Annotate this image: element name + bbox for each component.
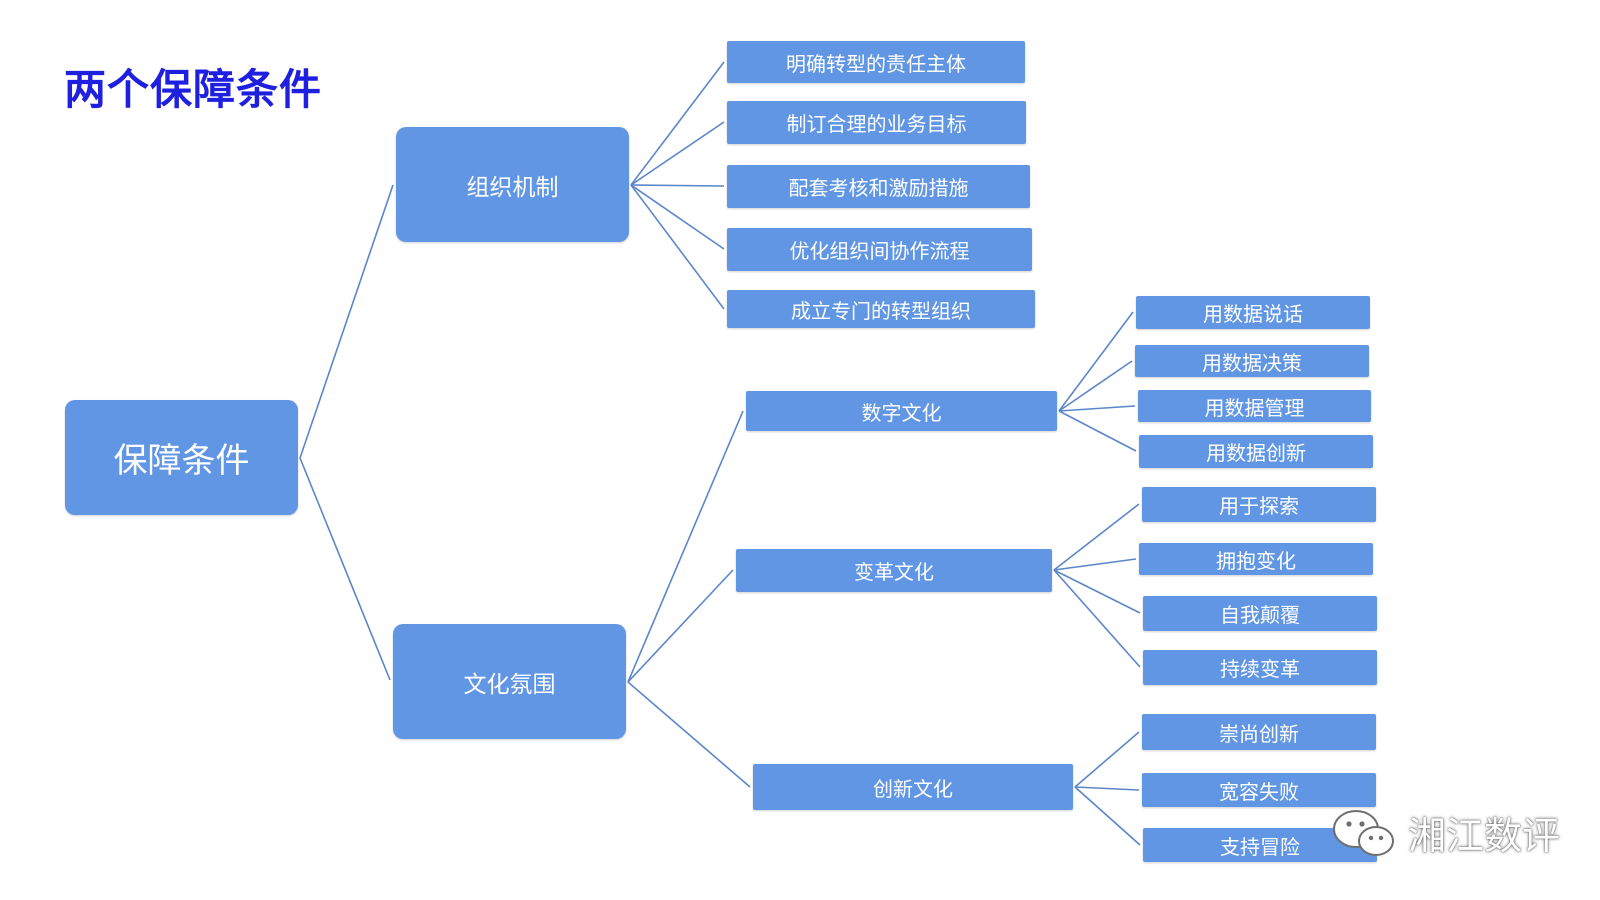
connector-line	[1058, 360, 1133, 412]
org-item: 制订合理的业务目标	[727, 101, 1026, 144]
change-culture-node: 变革文化	[736, 549, 1052, 592]
digital-item: 用数据决策	[1135, 345, 1369, 377]
connector-line	[630, 184, 725, 310]
connector-line	[1053, 558, 1137, 571]
connector-line	[627, 681, 751, 788]
org-mechanism-node: 组织机制	[396, 127, 629, 242]
connector-line	[1074, 731, 1140, 788]
connector-line	[630, 121, 725, 186]
connector-line	[1053, 569, 1141, 614]
connector-line	[1074, 786, 1140, 791]
connector-line	[627, 569, 734, 683]
connector-line	[630, 61, 725, 186]
watermark-text: 湘江数评	[1408, 814, 1561, 858]
connector-line	[627, 410, 744, 683]
innovation-item: 崇尚创新	[1142, 714, 1376, 750]
connector-line	[1053, 569, 1141, 668]
digital-item: 用数据说话	[1136, 296, 1370, 329]
root-node: 保障条件	[65, 400, 298, 515]
connector-line	[1058, 410, 1137, 452]
digital-culture-node: 数字文化	[746, 391, 1057, 431]
connector-line	[1058, 311, 1134, 412]
change-item: 拥抱变化	[1139, 543, 1373, 575]
page-title: 两个保障条件	[64, 65, 323, 114]
connector-line	[1058, 405, 1136, 412]
org-item: 成立专门的转型组织	[727, 290, 1035, 328]
watermark: 湘江数评	[1330, 805, 1560, 860]
wechat-icon	[1333, 809, 1394, 856]
connector-line	[630, 184, 725, 187]
org-item: 明确转型的责任主体	[727, 41, 1025, 83]
change-item: 自我颠覆	[1143, 596, 1377, 631]
connector-line	[1053, 503, 1140, 571]
connector-line	[1074, 786, 1141, 846]
change-item: 持续变革	[1143, 650, 1377, 685]
change-item: 用于探索	[1142, 487, 1376, 522]
org-item: 配套考核和激励措施	[727, 165, 1030, 208]
connector-line	[299, 184, 394, 459]
culture-atmosphere-node: 文化氛围	[393, 624, 626, 739]
innovation-culture-node: 创新文化	[753, 764, 1073, 810]
connector-line	[630, 184, 725, 250]
innovation-item: 宽容失败	[1142, 773, 1376, 807]
org-item: 优化组织间协作流程	[727, 228, 1032, 271]
digital-item: 用数据管理	[1138, 390, 1371, 422]
digital-item: 用数据创新	[1139, 435, 1373, 468]
connector-line	[299, 457, 391, 681]
